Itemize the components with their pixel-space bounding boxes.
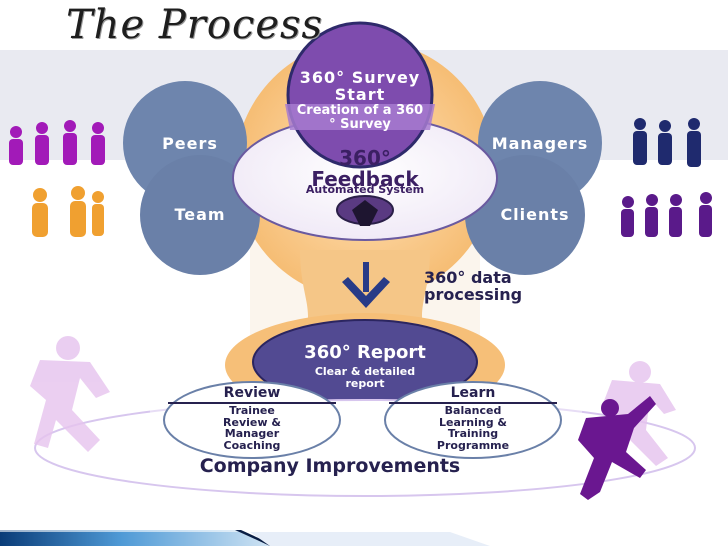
page-title: The Process [66,2,324,48]
survey-circle [286,21,434,169]
review-body: Trainee Review & Manager Coaching [223,404,281,452]
learn-body: Balanced Learning & Training Programme [436,404,510,452]
survey-title: 360° Survey Start [299,68,421,104]
team-circle [140,155,260,275]
arrow-shaft [363,262,369,292]
learn-oval [384,381,562,459]
managers-silhouettes-icon [633,118,701,167]
processing-label: 360° data processing [424,268,523,304]
bottom-accent-fade [250,532,490,546]
survey-sub-band [285,104,435,130]
report-title: 360° Report [304,342,426,363]
peers-silhouettes-icon [9,120,105,165]
peers-label: Peers [162,134,218,153]
feedback-title: 360° Feedback [311,146,419,191]
report-subtitle: Clear & detailed report [314,365,416,390]
managers-label: Managers [491,134,589,153]
review-title: Review [223,385,281,401]
bottom-accent-highlight [0,530,238,532]
down-arrow-icon [342,277,390,308]
feedback-subtitle: Automated System [305,183,425,196]
survey-subtitle: Creation of a 360 ° Survey [296,103,424,132]
clients-silhouettes-icon [621,192,712,237]
review-oval [163,381,341,459]
runner-left-icon [30,336,110,452]
learn-title: Learn [450,385,496,401]
leader-figure-icon [352,200,378,226]
company-improvements-label: Company Improvements [199,455,461,477]
team-silhouettes-icon [32,186,104,237]
bottom-accent-bar [0,530,270,546]
jumper-icon [578,396,656,500]
clients-label: Clients [500,205,570,224]
team-label: Team [174,205,226,224]
